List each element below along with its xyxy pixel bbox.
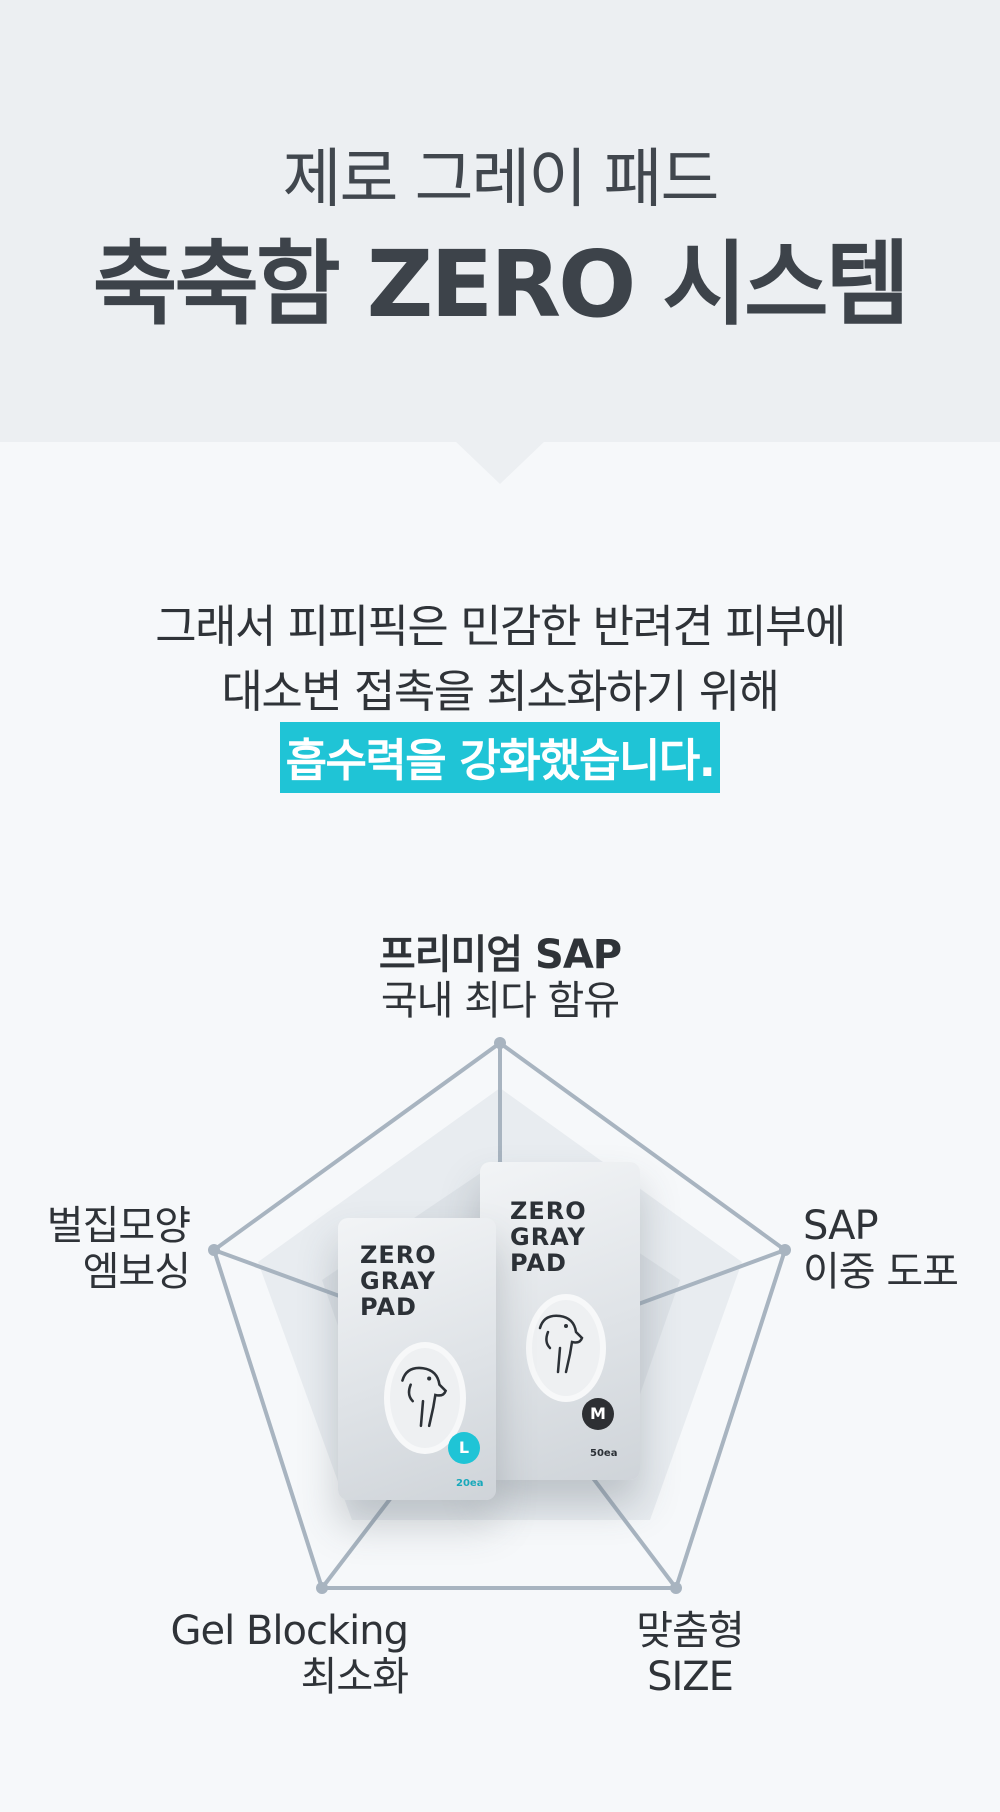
product-m-size-badge: M [582, 1398, 614, 1430]
radar-label-bottom-left-2: 최소화 [300, 1654, 409, 1700]
product-package-m: ZERO GRAY PAD M 50ea [480, 1162, 640, 1480]
product-m-oval [526, 1294, 606, 1402]
radar-label-top-strong: 프리미엄 SAP [378, 932, 622, 978]
radar-point-left [208, 1244, 220, 1256]
dog-icon [538, 1314, 584, 1374]
intro-highlight: 흡수력을 강화했습니다. [279, 722, 721, 793]
product-m-name-line-1: ZERO [510, 1197, 587, 1225]
radar-label-top: 프리미엄 SAP 국내 최다 함유 [300, 932, 700, 1024]
dog-icon [401, 1366, 448, 1428]
radar-point-top [494, 1037, 506, 1049]
radar-label-right-1: SAP [803, 1203, 879, 1249]
radar-label-left-2: 엠보싱 [82, 1249, 191, 1295]
radar-point-right [779, 1244, 791, 1256]
radar-label-top-sub: 국내 최다 함유 [380, 978, 620, 1024]
radar-label-bottom-left-1: Gel Blocking [170, 1608, 409, 1654]
product-l-name-line-1: ZERO [360, 1241, 437, 1269]
intro-line-1: 그래서 피피픽은 민감한 반려견 피부에 [155, 600, 846, 653]
radar-point-bottom-left [316, 1582, 328, 1594]
radar-label-bottom-right: 맞춤형 SIZE [600, 1608, 780, 1700]
intro-highlight-wrap: 흡수력을 강화했습니다. [0, 722, 1000, 793]
product-l-count: 20ea [456, 1478, 484, 1489]
radar-label-bottom-right-2: SIZE [647, 1654, 734, 1700]
radar-label-left: 벌집모양 엠보싱 [20, 1203, 191, 1295]
radar-outline [211, 1040, 788, 1590]
radar-label-left-1: 벌집모양 [46, 1203, 191, 1249]
radar-label-bottom-left: Gel Blocking 최소화 [150, 1608, 409, 1700]
intro-line-2: 대소변 접촉을 최소화하기 위해 [221, 665, 780, 718]
radar-label-bottom-right-1: 맞춤형 [636, 1608, 744, 1654]
product-m-name-line-2: GRAY [510, 1223, 586, 1251]
product-l-size-badge: L [448, 1432, 480, 1464]
product-l-name-line-3: PAD [360, 1293, 417, 1321]
product-m-name: ZERO GRAY PAD [510, 1198, 587, 1276]
product-m-name-line-3: PAD [510, 1249, 567, 1277]
product-package-l: ZERO GRAY PAD L 20ea [338, 1218, 496, 1500]
radar-label-right: SAP 이중 도포 [803, 1203, 993, 1295]
product-m-count: 50ea [590, 1448, 618, 1459]
radar-label-right-2: 이중 도포 [803, 1249, 959, 1295]
page-subtitle: 제로 그레이 패드 [282, 143, 720, 217]
radar-point-bottom-right [670, 1582, 682, 1594]
product-l-oval [384, 1342, 466, 1454]
product-l-name: ZERO GRAY PAD [360, 1242, 437, 1320]
header-banner [0, 0, 1000, 442]
header-arrow [454, 440, 546, 484]
page-title: 축축함 ZERO 시스템 [92, 231, 911, 338]
product-l-name-line-2: GRAY [360, 1267, 436, 1295]
